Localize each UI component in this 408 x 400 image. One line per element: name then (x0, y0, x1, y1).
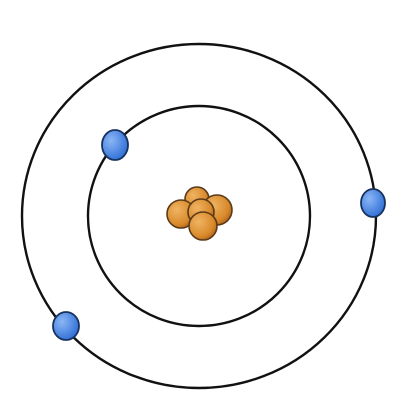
electrons (52, 129, 386, 341)
nucleus (166, 186, 233, 241)
outer-shell-electron (360, 188, 386, 218)
inner-shell-electron (101, 129, 129, 161)
inner-orbit (86, 104, 312, 328)
nucleon (188, 211, 218, 241)
outer-shell-electron (52, 311, 80, 341)
